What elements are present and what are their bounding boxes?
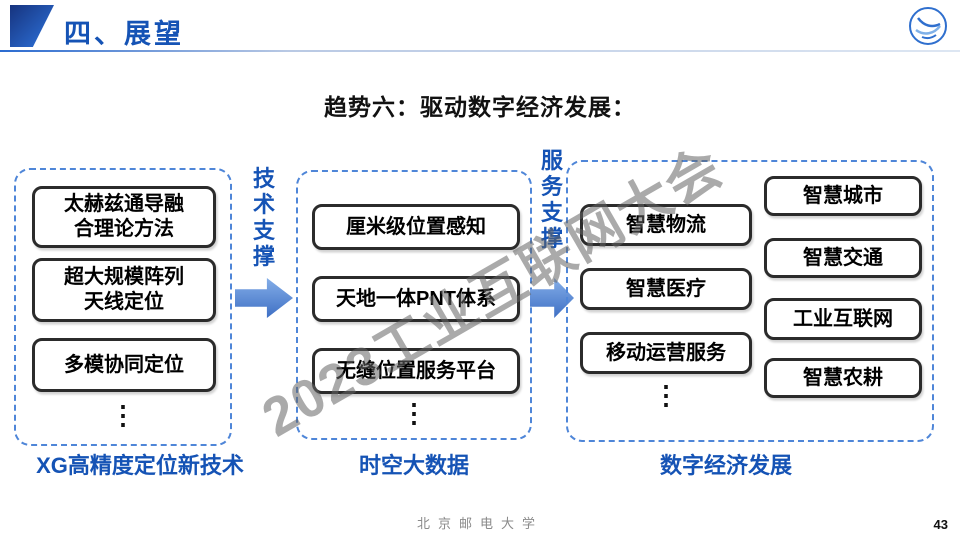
arrow-label-service-support: 服务支撑 (540, 148, 563, 251)
caption-digital-economy: 数字经济发展 (659, 453, 792, 478)
node-industrial-internet: 工业互联网 (764, 298, 922, 340)
section-title: 四、展望 (64, 19, 184, 49)
node-smart-logistics: 智慧物流 (580, 204, 752, 246)
node-smart-transportation: 智慧交通 (764, 238, 922, 278)
header-accent-shape (10, 5, 54, 47)
university-logo-icon (908, 6, 948, 46)
header-divider (0, 50, 960, 52)
arrow-label-tech-support: 技术支撑 (252, 166, 275, 269)
group-spatiotemporal-bigdata: 厘米级位置感知 天地一体PNT体系 无缝位置服务平台 ⋮ (296, 170, 532, 440)
node-mobile-operation-services: 移动运营服务 (580, 332, 752, 374)
node-smart-farming: 智慧农耕 (764, 358, 922, 398)
ellipsis-middle: ⋮ (401, 398, 427, 428)
node-smart-city: 智慧城市 (764, 176, 922, 216)
node-terahertz-fusion-theory: 太赫兹通导融 合理论方法 (32, 186, 216, 248)
caption-spatiotemporal-bigdata: 时空大数据 (358, 453, 469, 478)
slide-title: 趋势六：驱动数字经济发展： (324, 94, 636, 120)
node-smart-healthcare: 智慧医疗 (580, 268, 752, 310)
node-space-ground-pnt-system: 天地一体PNT体系 (312, 276, 520, 322)
node-seamless-location-service-platform: 无缝位置服务平台 (312, 348, 520, 394)
node-large-array-antenna-positioning: 超大规模阵列 天线定位 (32, 258, 216, 322)
group-xg-positioning: 太赫兹通导融 合理论方法 超大规模阵列 天线定位 多模协同定位 ⋮ (14, 168, 232, 446)
group-digital-economy: 智慧物流 智慧医疗 移动运营服务 ⋮ 智慧城市 智慧交通 工业互联网 智慧农耕 (566, 160, 934, 442)
footer-institution: 北京邮电大学 (416, 516, 543, 531)
ellipsis-right: ⋮ (653, 380, 679, 410)
ellipsis-left: ⋮ (110, 400, 136, 430)
arrow-right-icon (235, 278, 293, 318)
node-multimode-cooperative-positioning: 多模协同定位 (32, 338, 216, 392)
node-centimeter-position-sensing: 厘米级位置感知 (312, 204, 520, 250)
caption-xg-positioning: XG高精度定位新技术 (36, 453, 244, 478)
page-number: 43 (933, 517, 948, 532)
